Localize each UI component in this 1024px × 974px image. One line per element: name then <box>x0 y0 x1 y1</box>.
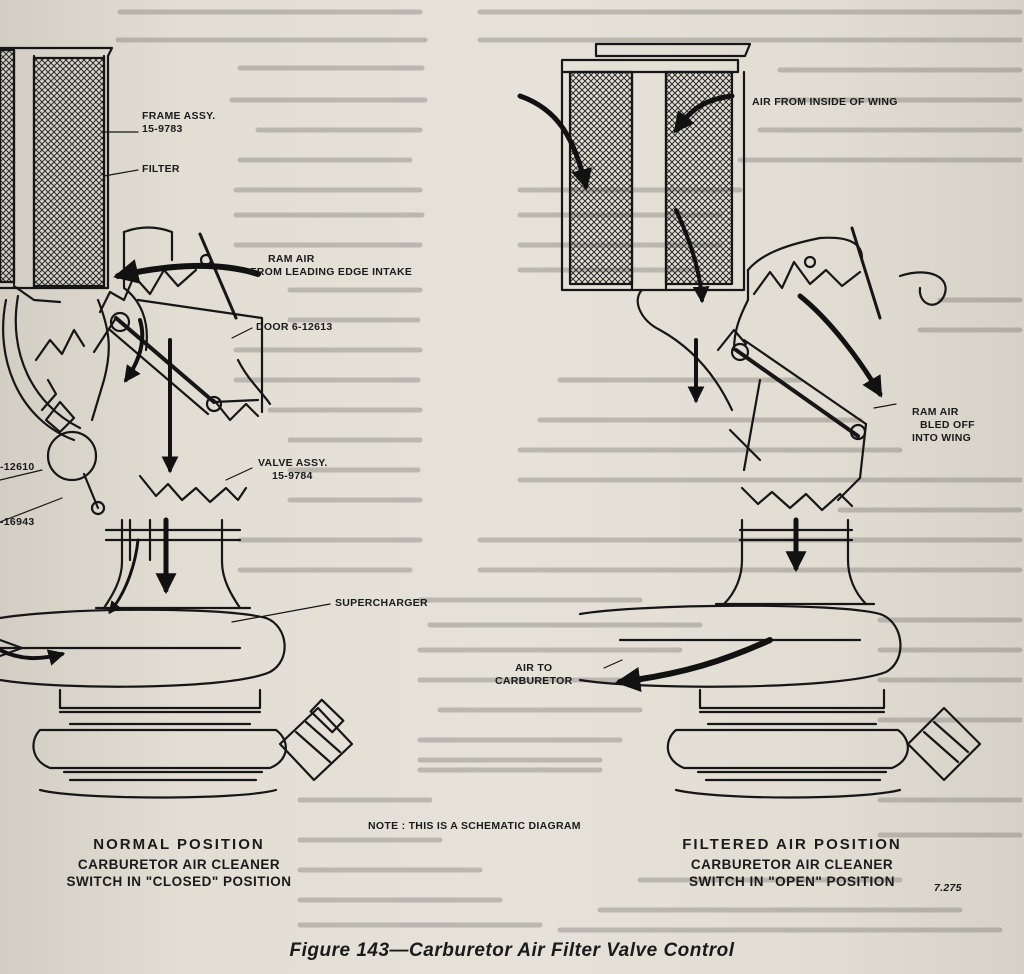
flow-arrows <box>0 93 883 692</box>
schematic-note: NOTE : THIS IS A SCHEMATIC DIAGRAM <box>368 820 581 832</box>
filtered-position-title: FILTERED AIR POSITION <box>682 836 902 853</box>
figure-caption: Figure 143—Carburetor Air Filter Valve C… <box>289 940 735 961</box>
normal-position-title: NORMAL POSITION <box>93 836 265 853</box>
right-leader-lines <box>603 403 897 669</box>
ram-air-bled-line1: RAM AIR <box>912 406 959 418</box>
filtered-position-line1: CARBURETOR AIR CLEANER <box>690 857 894 872</box>
right-filter-assembly <box>560 42 752 292</box>
air-to-carburetor-label: AIR TO CARBURETOR <box>495 662 572 688</box>
frame-assy-label: FRAME ASSY. 15-9783 <box>142 110 216 136</box>
left-duct-and-valve <box>2 226 272 610</box>
left-filter-assembly <box>0 46 114 304</box>
air-to-carburetor-arrow <box>614 637 773 692</box>
filtered-position-line2: SWITCH IN "OPEN" POSITION <box>688 874 896 889</box>
normal-position-line1: CARBURETOR AIR CLEANER <box>77 857 281 872</box>
supercharger-label: SUPERCHARGER <box>335 597 428 609</box>
filtered-position-caption: FILTERED AIR POSITION CARBURETOR AIR CLE… <box>652 836 932 889</box>
ram-air-label: RAM AIR <box>268 253 315 265</box>
filter-label: FILTER <box>142 163 180 175</box>
valve-assy-part-number: 15-9784 <box>272 470 313 482</box>
air-from-wing-label: AIR FROM INSIDE OF WING <box>752 96 898 108</box>
valve-assy-label: VALVE ASSY. 15-9784 <box>258 457 328 483</box>
ram-air-bled-line2: BLED OFF <box>920 419 975 431</box>
part-number-16943-label: -16943 <box>0 516 35 528</box>
ram-air-arrow <box>113 259 261 284</box>
left-supercharger <box>0 606 354 799</box>
right-supercharger <box>578 602 982 799</box>
ram-air-bled-arrow <box>797 293 883 398</box>
valve-assy-text: VALVE ASSY. <box>258 457 328 469</box>
door-label: DOOR 6-12613 <box>256 321 333 333</box>
page-mark: 7.275 <box>934 882 962 894</box>
left-leader-lines <box>0 131 331 623</box>
carburetor-text: CARBURETOR <box>495 675 573 687</box>
ram-air-bled-line3: INTO WING <box>912 432 972 444</box>
normal-position-caption: NORMAL POSITION CARBURETOR AIR CLEANER S… <box>44 836 314 889</box>
ram-air-source-label: FROM LEADING EDGE INTAKE <box>250 266 413 278</box>
air-to-text: AIR TO <box>515 662 553 674</box>
ram-air-bled-label: RAM AIR BLED OFF INTO WING <box>912 406 975 445</box>
part-number-12610-label: -12610 <box>0 461 35 473</box>
right-duct-and-valve <box>636 226 947 606</box>
frame-assy-part-number: 15-9783 <box>142 123 183 135</box>
normal-position-line2: SWITCH IN "CLOSED" POSITION <box>66 874 292 889</box>
air-from-wing-arrow <box>673 93 735 134</box>
frame-assy-text: FRAME ASSY. <box>142 110 216 122</box>
